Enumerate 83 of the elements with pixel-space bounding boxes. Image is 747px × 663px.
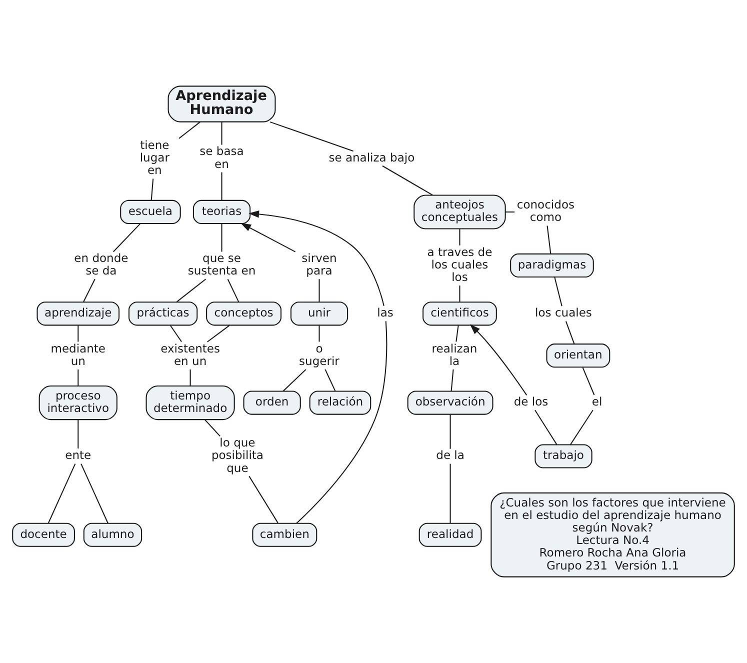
node-box: prácticas bbox=[128, 302, 198, 326]
node-text: tiene lugar en bbox=[140, 138, 170, 178]
connector bbox=[78, 369, 79, 386]
node-box: observación bbox=[407, 390, 494, 415]
node-text: el bbox=[592, 394, 602, 409]
connector bbox=[150, 178, 154, 200]
node-box: ¿Cuales son los factores que interviene en el estudio del aprendizaje humano según Novak? Lectura No.4 Romero Rocha Ana Gloria Grupo 231 Versión 1.1 bbox=[490, 492, 735, 578]
connector bbox=[450, 369, 454, 392]
node-text: lo que posibilita que bbox=[211, 436, 264, 475]
node-box: teorias bbox=[192, 200, 251, 224]
connector bbox=[282, 369, 306, 392]
node-box: trabajo bbox=[534, 444, 592, 468]
connector bbox=[324, 369, 336, 392]
connector bbox=[554, 277, 562, 306]
node-text: o sugerir bbox=[299, 341, 340, 368]
connector bbox=[48, 464, 76, 524]
connector bbox=[221, 122, 222, 145]
connector bbox=[78, 420, 79, 449]
connector bbox=[270, 121, 354, 152]
connector bbox=[546, 226, 552, 254]
node-text: conocidos como bbox=[516, 198, 574, 224]
connector bbox=[459, 229, 460, 246]
node-box: tiempo determinado bbox=[146, 386, 235, 420]
node-text: se analiza bajo bbox=[328, 150, 415, 164]
connector bbox=[459, 286, 460, 302]
arrow bbox=[248, 210, 384, 306]
node-box: aprendizaje bbox=[36, 302, 120, 326]
node-box: orientan bbox=[546, 344, 610, 368]
node-box: relación bbox=[309, 390, 372, 415]
connector bbox=[505, 211, 515, 213]
node-box: proceso interactivo bbox=[38, 386, 118, 420]
node-text: de los bbox=[514, 394, 548, 409]
connector bbox=[582, 367, 595, 396]
node-text: existentes en un bbox=[160, 341, 220, 368]
node-box: cambien bbox=[252, 522, 318, 547]
connector bbox=[78, 326, 79, 342]
connector bbox=[207, 324, 230, 342]
node-text: a traves de los cuales los bbox=[427, 244, 492, 284]
connector bbox=[221, 224, 222, 252]
connector bbox=[83, 278, 96, 302]
node-box: anteojos conceptuales bbox=[414, 194, 506, 230]
node-text: se basa en bbox=[200, 144, 244, 171]
node-text: en donde se da bbox=[74, 251, 128, 278]
connector bbox=[221, 172, 222, 200]
arrow bbox=[240, 222, 296, 252]
connector bbox=[248, 476, 278, 524]
node-text: de la bbox=[436, 448, 464, 462]
connector bbox=[318, 326, 320, 342]
node-box: cientificos bbox=[422, 302, 497, 326]
connector bbox=[318, 279, 320, 302]
connector bbox=[296, 321, 388, 524]
node-text: ente bbox=[65, 448, 92, 462]
node-box: escuela bbox=[120, 200, 181, 224]
connector bbox=[190, 369, 191, 386]
arrow bbox=[470, 324, 528, 396]
node-text: realizan la bbox=[432, 341, 478, 368]
node-box: realidad bbox=[418, 522, 482, 547]
node-box: unir bbox=[290, 302, 348, 326]
node-text: sirven para bbox=[302, 251, 337, 278]
connector bbox=[450, 464, 451, 524]
connector bbox=[170, 325, 182, 342]
connector bbox=[176, 278, 206, 302]
connector bbox=[565, 321, 575, 344]
node-box: orden bbox=[243, 390, 301, 415]
node-text: los cuales bbox=[535, 306, 592, 320]
node-box: Aprendizaje Humano bbox=[168, 86, 276, 122]
node-box: conceptos bbox=[206, 302, 282, 326]
connector bbox=[204, 419, 220, 437]
connector bbox=[450, 414, 451, 449]
connector bbox=[382, 165, 433, 196]
connector bbox=[570, 410, 594, 445]
node-text: las bbox=[377, 306, 394, 320]
node-text: que se sustenta en bbox=[188, 251, 256, 278]
connector bbox=[113, 224, 140, 252]
connector bbox=[80, 464, 108, 524]
node-box: docente bbox=[12, 522, 75, 547]
node-box: paradigmas bbox=[510, 253, 594, 278]
connector bbox=[227, 278, 240, 302]
connector bbox=[534, 410, 558, 445]
connector bbox=[178, 122, 200, 139]
connector bbox=[456, 326, 459, 342]
node-text: mediante un bbox=[50, 341, 106, 368]
node-box: alumno bbox=[83, 522, 142, 547]
